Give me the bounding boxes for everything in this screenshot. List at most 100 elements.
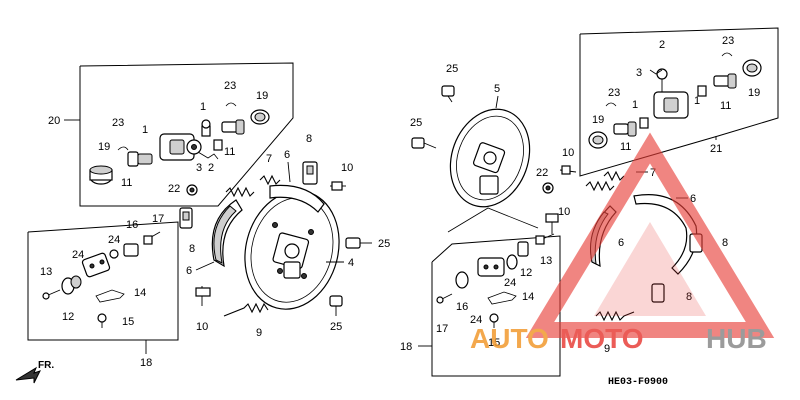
callout-23-c: 23 [608,87,620,99]
callout-1-a: 1 [142,124,148,136]
callout-22-a: 22 [168,183,180,195]
callout-25-b: 25 [330,321,342,333]
callout-16-a: 16 [126,219,138,231]
callout-24-a: 24 [72,249,84,261]
callout-15-a: 15 [122,316,134,328]
piston-11-a [127,151,153,167]
callout-5: 5 [494,83,500,95]
screw-15-a [97,313,107,328]
boot-19-d [742,59,762,77]
callout-7-a: 7 [266,153,272,165]
callout-23-d: 23 [722,35,734,47]
callout-11-b: 11 [224,146,235,158]
boot-19-a [89,165,113,185]
callout-10-c: 10 [562,147,574,159]
clip-23-a [117,146,129,151]
cup-11-a [213,139,223,151]
watermark-text-hub: HUB [706,323,767,354]
callout-19-a: 19 [98,141,110,153]
callout-14-a: 14 [134,287,146,299]
callout-16-b: 16 [456,301,468,313]
piston-16 [109,243,139,259]
wheel-cylinder-rear-left [81,252,111,278]
callout-3-b: 3 [636,67,642,79]
callout-8-a: 8 [306,133,312,145]
clip-23-d [721,52,733,57]
watermark-logo: AUTO MOTO HUB [470,132,775,354]
bracket-14-b [487,291,517,305]
watermark-triangle-icon [525,132,775,338]
callout-12-a: 12 [62,311,74,323]
clip-23-c [605,102,617,107]
diagram-code: HE03-F0900 [608,377,668,388]
front-direction-label: FR. [38,360,54,371]
brake-shoe-6-b [269,184,325,213]
callout-8-b: 8 [189,243,195,255]
piston-11-b [221,119,245,135]
callout-6-a: 6 [284,149,290,161]
callout-10-d: 10 [558,206,570,218]
callout-19-b: 19 [256,90,268,102]
callout-24-d: 24 [470,314,482,326]
callout-18-a: 18 [140,357,152,369]
boot-19-b [250,109,270,125]
callout-6-b: 6 [186,265,192,277]
callout-19-d: 19 [748,87,760,99]
piston-11-d [713,73,737,89]
bolt-25-b [329,295,343,316]
spring-7-d [603,170,625,182]
callout-1-d: 1 [694,95,700,107]
spring-7-c [585,180,615,192]
wheel-cylinder-rear-right [477,257,505,277]
boot-12-a [61,275,82,295]
callout-24-b: 24 [108,234,120,246]
spring-9-b [595,310,635,322]
callout-20: 20 [48,115,60,127]
wheel-cylinder-left [159,133,219,161]
adjuster-8-a [302,161,318,185]
callout-8-d: 8 [686,291,692,303]
bolt-25-c [441,85,455,103]
bolt-25-a [345,237,372,249]
callout-1-c: 1 [632,99,638,111]
callout-25-a: 25 [378,238,390,250]
wheel-cylinder-right [649,68,689,119]
callout-2-b: 2 [659,39,665,51]
callout-18-b: 18 [400,341,412,353]
cup-1-d [697,85,707,97]
callout-13-a: 13 [40,266,52,278]
pin-10-d [545,213,559,234]
callout-14-b: 14 [522,291,534,303]
callout-17-a: 17 [152,213,164,225]
callout-9-b: 9 [604,343,610,355]
callout-23-a: 23 [112,117,124,129]
callout-15-b: 15 [488,337,500,349]
backing-plate-5 [449,108,531,208]
brake-shoe-6-a [211,199,243,268]
bolt-22-a [186,184,198,196]
callout-2-a: 2 [208,162,214,174]
callout-7-b: 7 [650,167,656,179]
boot-19-c [588,131,608,149]
cup-1-c [639,117,649,129]
bolt-25-d [411,137,437,149]
callout-11-c: 11 [620,141,631,153]
callout-12-b: 12 [520,267,532,279]
pin-10-c [559,165,577,175]
spring-7-a [225,186,255,198]
bracket-14-a [95,289,125,303]
callout-8-c: 8 [722,237,728,249]
watermark-text-moto: MOTO [560,323,643,354]
pin-10-a [330,181,346,191]
adjuster-8-b [179,207,193,229]
front-direction-arrow [15,366,41,384]
boot-12-b [506,241,529,270]
callout-9-a: 9 [256,327,262,339]
clip-23-b [225,102,237,107]
piston-16-b [455,271,469,289]
callout-3-a: 3 [196,162,202,174]
spring-9-a [223,302,269,317]
callout-25-d: 25 [410,117,422,129]
group-frame-18-a [27,221,179,341]
